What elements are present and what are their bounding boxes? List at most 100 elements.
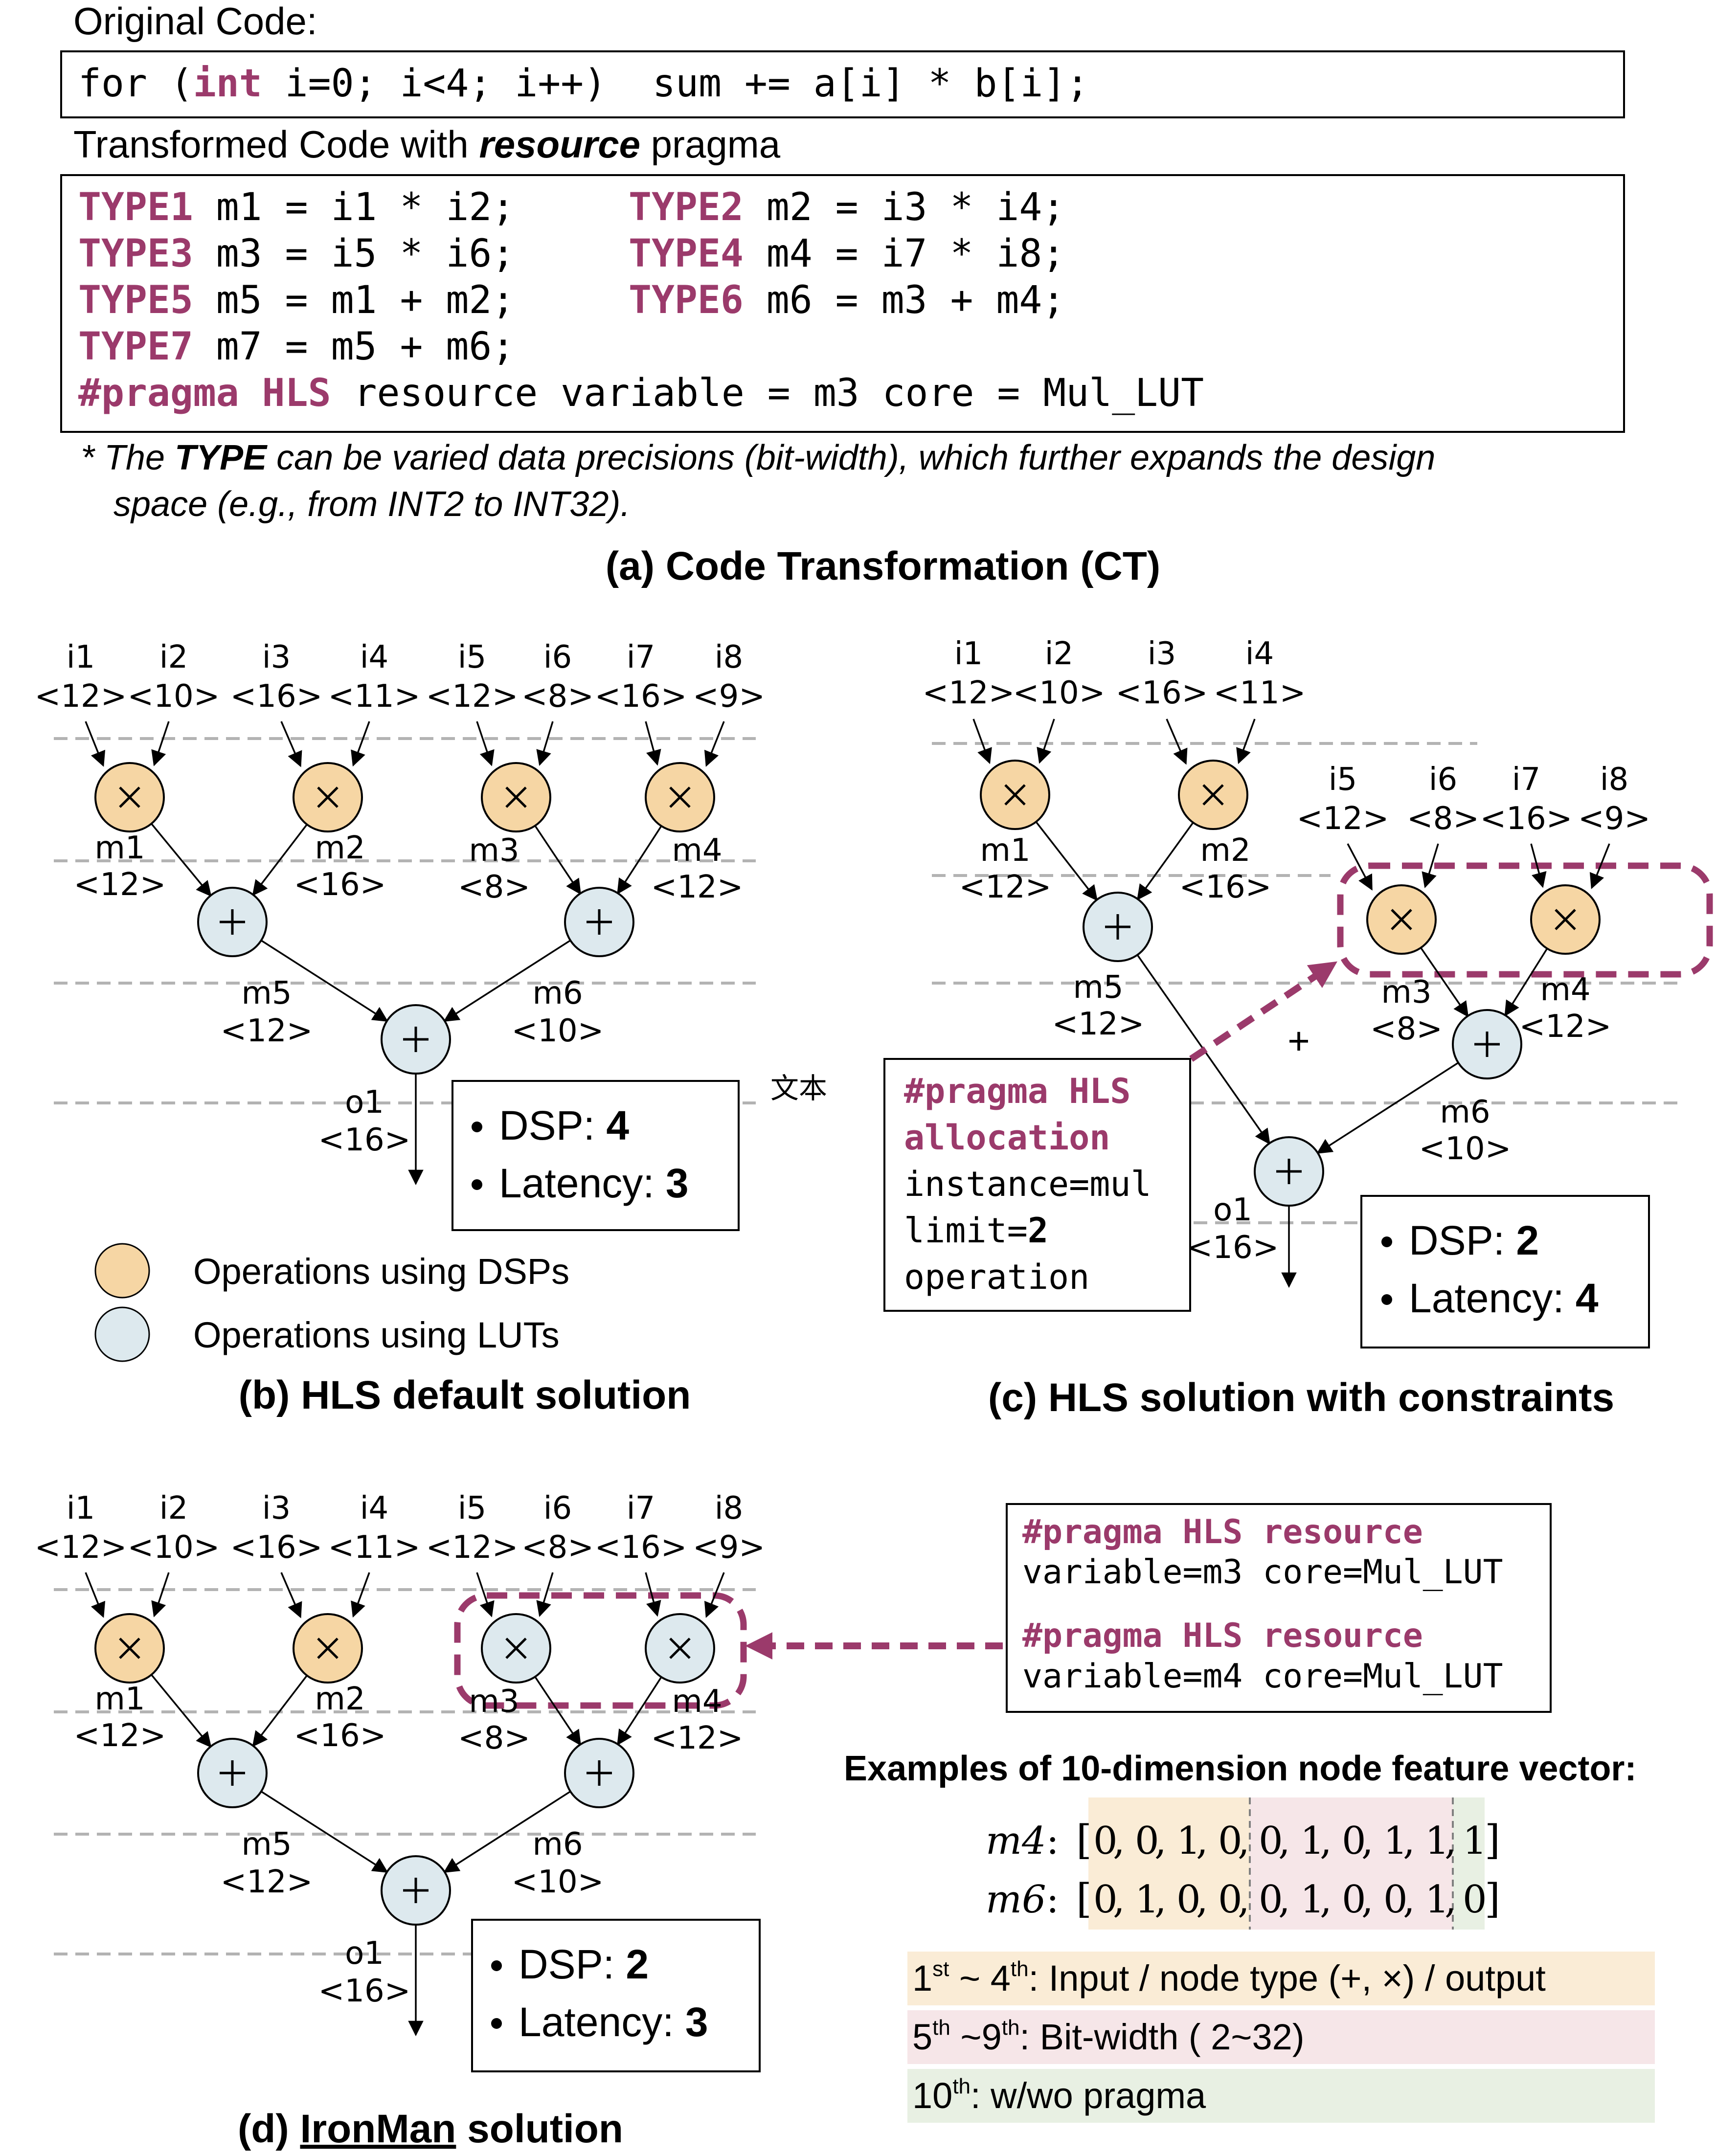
c-result-dsp-value: 2 [1516,1217,1539,1263]
multiply-stroke-2 [119,1638,140,1659]
b-result-box [452,1080,740,1231]
multiply-icon [1391,909,1412,930]
type-footnote-line-2: space (e.g., from INT2 to INT32). [113,485,630,524]
c-label-m1: m1 [980,832,1030,869]
d-result-dsp-value: 2 [626,1941,649,1987]
b-input-i3-bits: <16> [230,678,323,715]
b-result-dsp-label: DSP: [499,1102,606,1148]
c-edge-in-top-0 [972,719,992,764]
c-input-i8-bits: <9> [1578,801,1650,837]
d-label-m1-bits: <12> [74,1718,166,1754]
code-statement: m7 = m5 + m6; [193,325,515,369]
c-label-m3-bits: <8> [1370,1011,1443,1047]
plus-icon [220,1760,245,1786]
feature-legend-1: 1st ~ 4th: Input / node type (+, ×) / ou… [912,1957,1546,1999]
transformed-code-box [60,174,1625,433]
c-input-i1-bits: <12> [923,675,1015,711]
band-type [1088,1797,1250,1930]
d-edge-in-5 [536,1572,554,1617]
vector-m6-value-8: 0 [1383,1878,1408,1922]
c-input-i1-name: i1 [954,636,983,672]
multiply-icon [1004,784,1026,806]
vector-bracket-open: [ [1076,1817,1092,1864]
d-label-m2-bits: <16> [294,1718,386,1754]
b-edge-in-1 [151,721,170,766]
b-mul-node-2 [293,762,363,832]
d-label-m4-bits: <12> [651,1720,744,1756]
vector-m6-value-9: 1 [1425,1878,1449,1922]
c-edge-m5 [1117,926,1270,1145]
vector-m4-value-7: 0 [1342,1819,1366,1863]
d-resource-pragma-box [1006,1503,1552,1713]
vector-label-m4-name: m4 [986,1819,1046,1863]
original-code-box [60,50,1625,118]
c-result-latency-label: Latency: [1409,1275,1576,1321]
b-result-latency-value: 3 [666,1160,689,1206]
b-edge-in-6 [645,721,661,766]
c-label-m3: m3 [1381,974,1431,1011]
b-mul-node-1 [94,762,165,832]
multiply-stroke-2 [505,786,527,808]
c-label-m4-bits: <12> [1519,1009,1612,1045]
vector-bracket-open: [ [1076,1876,1092,1922]
d-add-node-1 [197,1738,268,1808]
c-label-m2-bits: <16> [1179,869,1272,905]
d-input-i3-name: i3 [262,1490,291,1527]
code-type-keyword: TYPE7 [78,325,193,369]
vector-m6-value-5: 0 [1259,1878,1283,1922]
c-add-node-m6 [1452,1009,1522,1079]
feature-legend-2: 5th ~9th: Bit-width ( 2~32) [912,2016,1304,2057]
transformed-code-lines: TYPE1 m1 = i1 * i2;TYPE2 m2 = i3 * i4;TY… [78,185,1065,369]
code-line-4-left: TYPE7 m7 = m5 + m6; [78,325,515,369]
b-inputs: i1<12>i2<10>i3<16>i4<11>i5<12>i6<8>i7<16… [35,639,765,715]
b-label-m5: m5 [241,975,292,1011]
c-nodes [980,760,1601,1207]
feature-vector-title: Examples of 10-dimension node feature ve… [844,1749,1636,1788]
d-result-dsp-label: DSP: [519,1941,626,1987]
c-input-i5-name: i5 [1329,762,1357,798]
b-label-m2-bits: <16> [294,867,386,903]
d-label-m6: m6 [532,1826,583,1863]
legend-dsp-label: Operations using DSPs [193,1251,569,1292]
caption-a: (a) Code Transformation (CT) [606,544,1160,588]
plus-icon [587,1760,612,1786]
vector-comma: , [1403,1878,1415,1922]
d-input-i1-name: i1 [67,1490,95,1527]
code-type-keyword: TYPE6 [629,278,744,322]
vector-comma: , [1113,1819,1125,1863]
band-pragma [1453,1797,1485,1930]
d-input-i8-bits: <9> [693,1529,765,1566]
caption-d: (d) IronMan solution [238,2107,623,2151]
plus-icon [220,909,245,935]
vector-comma: , [1113,1878,1125,1922]
b-input-i6-bits: <8> [521,678,594,715]
code-line-1-left: TYPE1 m1 = i1 * i2; [78,185,515,229]
vector-comma: , [1154,1819,1167,1863]
b-add-node-2 [564,887,634,957]
original-code-label: Original Code: [73,0,317,43]
c-result-box [1360,1195,1650,1348]
d-edge-in-1 [151,1572,170,1617]
vector-comma: , [1361,1878,1374,1922]
c-final-add-node [1254,1136,1324,1207]
c-inputs: i1<12>i2<10>i3<16>i4<11>i5<12>i6<8>i7<16… [923,636,1650,837]
code-statement: m5 = m1 + m2; [193,278,515,322]
c-pragma-line-3: instance=mul [904,1164,1152,1204]
d-input-i7-bits: <16> [595,1529,687,1566]
code-line-2-left: TYPE3 m3 = i5 * i6; [78,232,515,276]
c-label-m1-bits: <12> [959,869,1052,905]
caption-b: (b) HLS default solution [239,1373,691,1417]
legend-dsp-swatch [94,1243,150,1299]
b-edge-in-2 [280,721,302,767]
c-result-dsp: DSP: 2 [1409,1217,1539,1263]
vector-m6-value-3: 0 [1176,1878,1201,1922]
plus-icon [1474,1032,1500,1057]
legend-band-3 [907,2069,1655,2123]
d-edge-in-2 [280,1572,302,1618]
c-input-i4-name: i4 [1245,636,1274,672]
c-allocation-pragma-box [883,1058,1191,1312]
vector-comma: , [1278,1878,1290,1922]
b-label-m3: m3 [469,832,519,869]
vector-m4-value-6: 1 [1300,1819,1325,1863]
b-input-i5-name: i5 [458,639,487,675]
